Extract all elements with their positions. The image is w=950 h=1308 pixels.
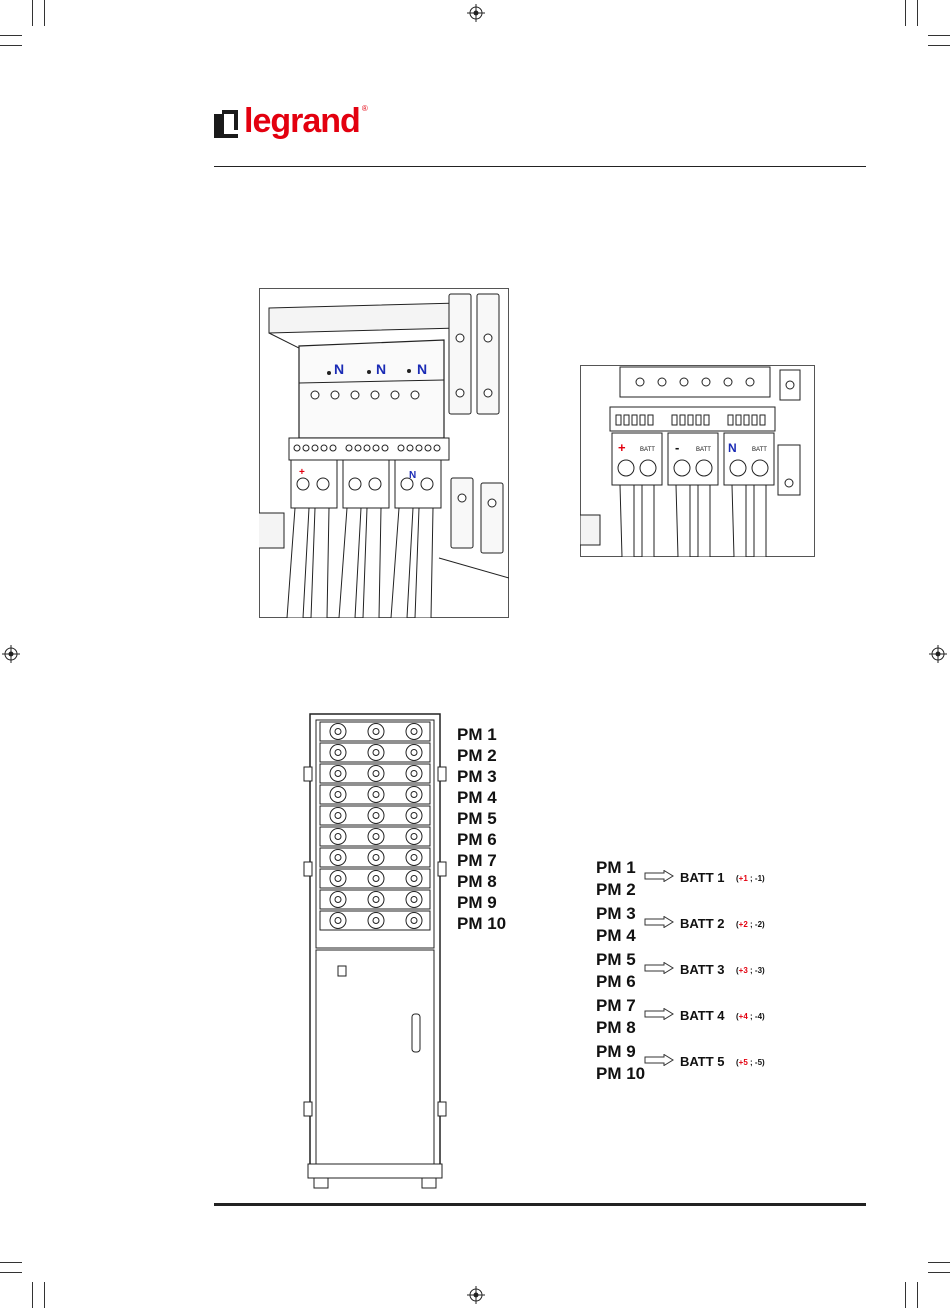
fan-hub-icon xyxy=(335,897,341,903)
pm-label: PM 10 xyxy=(457,913,506,934)
fan-hub-icon xyxy=(335,750,341,756)
polarity-minus: -2 xyxy=(755,920,762,929)
mapping-group: PM 9 PM 10 BATT 5 (+5 ; -5) xyxy=(596,1041,816,1087)
mapping-batt: BATT 4 xyxy=(680,1008,725,1023)
mapping-batt: BATT 5 xyxy=(680,1054,725,1069)
fan-hub-icon xyxy=(373,918,379,924)
legrand-mark-icon xyxy=(214,110,238,138)
mapping-polarity: (+4 ; -4) xyxy=(736,1012,765,1021)
mapping-polarity: (+2 ; -2) xyxy=(736,920,765,929)
fan-hub-icon xyxy=(373,876,379,882)
fan-hub-icon xyxy=(411,771,417,777)
arrow-right-icon xyxy=(644,1008,674,1020)
power-module-list: PM 1 PM 2 PM 3 PM 4 PM 5 PM 6 PM 7 PM 8 … xyxy=(457,724,506,934)
registration-mark-right-icon xyxy=(929,645,947,663)
polarity-minus: -1 xyxy=(755,874,762,883)
polarity-minus: -5 xyxy=(755,1058,762,1067)
arrow-right-icon xyxy=(644,916,674,928)
mapping-polarity: (+5 ; -5) xyxy=(736,1058,765,1067)
fan-hub-icon xyxy=(335,834,341,840)
fan-hub-icon xyxy=(373,771,379,777)
mapping-batt: BATT 1 xyxy=(680,870,725,885)
mapping-batt: BATT 3 xyxy=(680,962,725,977)
fan-hub-icon xyxy=(411,792,417,798)
registration-mark-top-icon xyxy=(467,4,485,22)
fan-hub-icon xyxy=(335,729,341,735)
pm-label: PM 4 xyxy=(457,787,506,808)
pm-label: PM 7 xyxy=(457,850,506,871)
polarity-plus: +1 xyxy=(739,874,748,883)
mapping-polarity: (+1 ; -1) xyxy=(736,874,765,883)
footer-rule xyxy=(214,1203,866,1206)
terminal-sign-minus: - xyxy=(675,440,679,455)
polarity-plus: +4 xyxy=(739,1012,748,1021)
arrow-right-icon xyxy=(644,870,674,882)
pm-label: PM 6 xyxy=(457,829,506,850)
ups-cabinet-drawing xyxy=(300,712,450,1192)
brand-logo: legrand ® xyxy=(214,104,368,138)
fan-hub-icon xyxy=(411,729,417,735)
registered-mark: ® xyxy=(362,104,368,113)
mapping-group: PM 1 PM 2 BATT 1 (+1 ; -1) xyxy=(596,857,816,903)
registration-mark-left-icon xyxy=(2,645,20,663)
fan-hub-icon xyxy=(411,834,417,840)
pm-label: PM 9 xyxy=(457,892,506,913)
fan-hub-icon xyxy=(411,855,417,861)
fan-hub-icon xyxy=(373,729,379,735)
neutral-label-2: N xyxy=(376,361,386,377)
mapping-group: PM 5 PM 6 BATT 3 (+3 ; -3) xyxy=(596,949,816,995)
fan-hub-icon xyxy=(335,792,341,798)
fan-hub-icon xyxy=(373,855,379,861)
battery-terminal-detail-drawing: + BATT - BATT N BATT xyxy=(580,365,815,557)
fan-hub-icon xyxy=(373,897,379,903)
arrow-right-icon xyxy=(644,1054,674,1066)
terminal-sign-neutral: N xyxy=(728,441,737,455)
fan-hub-icon xyxy=(411,813,417,819)
pm-label: PM 5 xyxy=(457,808,506,829)
fan-hub-icon xyxy=(335,771,341,777)
fan-hub-icon xyxy=(335,855,341,861)
mapping-group: PM 3 PM 4 BATT 2 (+2 ; -2) xyxy=(596,903,816,949)
mapping-batt: BATT 2 xyxy=(680,916,725,931)
svg-text:N: N xyxy=(409,470,416,481)
fan-hub-icon xyxy=(411,918,417,924)
polarity-plus: +5 xyxy=(739,1058,748,1067)
terminal-label-neutral: BATT xyxy=(752,447,767,453)
pm-label: PM 1 xyxy=(457,724,506,745)
fan-hub-icon xyxy=(373,750,379,756)
fan-hub-icon xyxy=(335,918,341,924)
busbar-neutral-drawing: N N N + N xyxy=(259,288,509,618)
arrow-right-icon xyxy=(644,962,674,974)
pm-label: PM 3 xyxy=(457,766,506,787)
terminal-label-minus: BATT xyxy=(696,447,711,453)
polarity-plus: +2 xyxy=(739,920,748,929)
fan-hub-icon xyxy=(335,813,341,819)
terminal-label-plus: BATT xyxy=(640,447,655,453)
polarity-minus: -4 xyxy=(755,1012,762,1021)
fan-hub-icon xyxy=(373,834,379,840)
svg-text:+: + xyxy=(299,467,305,478)
terminal-sign-plus: + xyxy=(618,440,626,455)
neutral-label-3: N xyxy=(417,361,427,377)
pm-label: PM 2 xyxy=(457,745,506,766)
fan-hub-icon xyxy=(335,876,341,882)
fan-hub-icon xyxy=(411,876,417,882)
battery-mapping: PM 1 PM 2 BATT 1 (+1 ; -1) PM 3 PM 4 BAT… xyxy=(596,857,816,1087)
registration-mark-bottom-icon xyxy=(467,1286,485,1304)
neutral-label-1: N xyxy=(334,361,344,377)
pm-label: PM 8 xyxy=(457,871,506,892)
mapping-polarity: (+3 ; -3) xyxy=(736,966,765,975)
fan-hub-icon xyxy=(373,792,379,798)
fan-hub-icon xyxy=(411,897,417,903)
header-rule xyxy=(214,166,866,167)
polarity-minus: -3 xyxy=(755,966,762,975)
fan-hub-icon xyxy=(411,750,417,756)
polarity-plus: +3 xyxy=(739,966,748,975)
fan-hub-icon xyxy=(373,813,379,819)
mapping-group: PM 7 PM 8 BATT 4 (+4 ; -4) xyxy=(596,995,816,1041)
brand-name: legrand xyxy=(244,104,360,138)
